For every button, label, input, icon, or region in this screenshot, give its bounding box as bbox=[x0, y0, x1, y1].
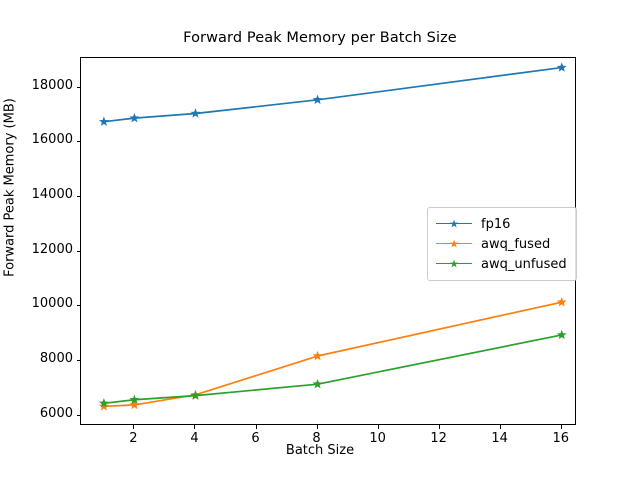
legend-item-fp16[interactable]: ★ fp16 bbox=[436, 214, 567, 234]
series-line bbox=[103, 334, 563, 405]
x-tick-label: 16 bbox=[552, 431, 569, 446]
data-point-marker bbox=[98, 398, 109, 408]
data-point-marker bbox=[556, 329, 567, 340]
y-tick-mark bbox=[76, 305, 80, 307]
x-tick-label: 10 bbox=[369, 431, 386, 446]
x-tick-mark bbox=[499, 425, 501, 429]
legend-line bbox=[436, 263, 472, 264]
legend-line bbox=[436, 243, 472, 244]
x-tick-mark bbox=[438, 425, 440, 429]
data-point-marker bbox=[312, 378, 323, 389]
star-marker-icon: ★ bbox=[449, 257, 459, 271]
legend-item-awq_unfused[interactable]: ★ awq_unfused bbox=[436, 254, 567, 274]
y-tick-mark bbox=[76, 250, 80, 252]
data-point-marker bbox=[312, 350, 323, 361]
chart-title: Forward Peak Memory per Batch Size bbox=[183, 30, 457, 46]
star-marker-icon: ★ bbox=[449, 217, 459, 231]
series-line bbox=[103, 66, 563, 123]
data-point-marker bbox=[129, 394, 140, 404]
x-axis-label: Batch Size bbox=[285, 443, 355, 458]
data-point-marker bbox=[98, 401, 109, 411]
legend-label: awq_fused bbox=[481, 236, 551, 252]
legend-label: awq_unfused bbox=[481, 256, 567, 272]
x-tick-mark bbox=[194, 425, 196, 429]
series-awq_unfused bbox=[98, 329, 567, 408]
legend-line bbox=[436, 223, 472, 224]
legend-swatch: ★ bbox=[436, 257, 472, 271]
y-tick-label: 8000 bbox=[39, 350, 73, 366]
y-tick-mark bbox=[76, 86, 80, 88]
x-tick-mark bbox=[255, 425, 257, 429]
x-tick-label: 6 bbox=[251, 431, 260, 446]
data-point-marker bbox=[129, 112, 140, 123]
data-point-marker bbox=[312, 94, 323, 105]
legend-item-awq_fused[interactable]: ★ awq_fused bbox=[436, 234, 567, 254]
y-tick-label: 10000 bbox=[31, 296, 73, 312]
y-tick-label: 12000 bbox=[31, 241, 73, 257]
legend-swatch: ★ bbox=[436, 217, 472, 231]
data-point-marker bbox=[129, 399, 140, 410]
legend-label: fp16 bbox=[481, 216, 511, 232]
legend-swatch: ★ bbox=[436, 237, 472, 251]
data-point-marker bbox=[98, 116, 109, 126]
x-tick-mark bbox=[316, 425, 318, 429]
x-tick-label: 12 bbox=[430, 431, 447, 446]
y-tick-mark bbox=[76, 359, 80, 361]
x-tick-label: 14 bbox=[491, 431, 508, 446]
y-tick-mark bbox=[76, 195, 80, 197]
data-point-marker bbox=[190, 108, 201, 118]
series-awq_fused bbox=[98, 296, 567, 411]
x-tick-label: 8 bbox=[312, 431, 321, 446]
x-tick-mark bbox=[133, 425, 135, 429]
plot-lines bbox=[98, 62, 567, 411]
legend: ★ fp16 ★ awq_fused ★ awq_unfused bbox=[427, 207, 577, 281]
x-tick-mark bbox=[560, 425, 562, 429]
y-tick-label: 16000 bbox=[31, 132, 73, 148]
x-tick-label: 2 bbox=[129, 431, 138, 446]
series-fp16 bbox=[98, 62, 567, 126]
data-point-marker bbox=[190, 390, 201, 400]
series-line bbox=[103, 301, 563, 408]
x-tick-label: 4 bbox=[190, 431, 199, 446]
y-tick-mark bbox=[76, 141, 80, 143]
x-tick-mark bbox=[377, 425, 379, 429]
y-tick-label: 14000 bbox=[31, 186, 73, 202]
data-point-marker bbox=[556, 62, 567, 72]
star-marker-icon: ★ bbox=[449, 237, 459, 251]
y-tick-label: 18000 bbox=[31, 77, 73, 93]
data-point-marker bbox=[556, 296, 567, 307]
y-tick-label: 6000 bbox=[39, 405, 73, 421]
y-tick-mark bbox=[76, 414, 80, 416]
